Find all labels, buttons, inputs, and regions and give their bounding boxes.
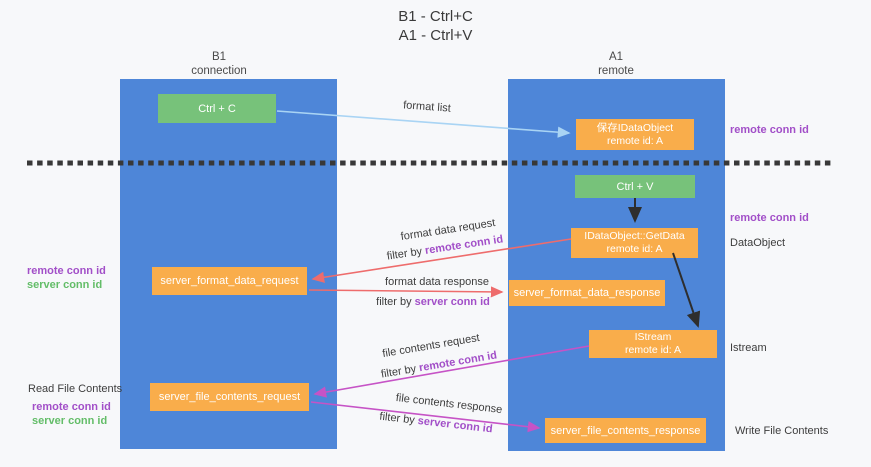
- file-contents-response-label: file contents response: [395, 391, 503, 417]
- server-conn-id-label: server conn id: [32, 415, 108, 427]
- remote-conn-id-label: remote conn id: [27, 265, 106, 277]
- filter-by-text: filter by: [386, 245, 426, 263]
- format-list-label: format list: [402, 99, 452, 115]
- server-file-contents-request-box: server_file_contents_request: [150, 383, 309, 411]
- lane-b1-title: B1: [211, 51, 227, 63]
- getdata-line1: IDataObject::GetData: [584, 230, 685, 242]
- server-format-data-response-label: server_format_data_response: [513, 287, 661, 299]
- filter-by-text: filter by: [378, 410, 419, 427]
- dataobject-label: DataObject: [730, 237, 786, 249]
- server-conn-id-label: server conn id: [27, 279, 103, 291]
- server-conn-id-key: server conn id: [414, 296, 490, 308]
- server-file-contents-request-label: server_file_contents_request: [158, 391, 301, 403]
- save-dataobject-line1: 保存IDataObject: [596, 121, 674, 134]
- server-conn-id-key: server conn id: [417, 414, 494, 436]
- ctrl-c-box: Ctrl + C: [158, 94, 276, 123]
- istream-line2: remote id: A: [624, 344, 682, 356]
- idataobject-getdata-box: IDataObject::GetData remote id: A: [571, 228, 698, 258]
- lane-a1-subtitle: remote: [598, 64, 634, 77]
- server-file-contents-response-label: server_file_contents_response: [550, 424, 701, 437]
- filter-by-text: filter by: [376, 296, 415, 308]
- istream-line1: IStream: [634, 331, 672, 343]
- remote-conn-id-label: remote conn id: [32, 401, 111, 413]
- server-format-data-request-box: server_format_data_request: [152, 267, 307, 295]
- read-file-contents-label: Read File Contents: [28, 383, 123, 395]
- filter-by-text: filter by: [380, 362, 421, 381]
- remote-conn-id-label-mid: remote conn id: [730, 212, 809, 224]
- lane-header-b1: B1 connection: [154, 51, 284, 78]
- getdata-line2: remote id: A: [606, 243, 663, 255]
- ctrl-v-label: Ctrl + V: [616, 180, 654, 193]
- diagram-title-line1: B1 - Ctrl+C: [398, 8, 473, 25]
- lane-a1-title: A1: [608, 51, 624, 63]
- format-data-response-filter-label: filter by server conn id: [376, 296, 490, 308]
- server-format-data-request-label: server_format_data_request: [160, 275, 299, 287]
- diagram-title: B1 - Ctrl+C A1 - Ctrl+V: [0, 7, 871, 45]
- server-format-data-response-box: server_format_data_response: [509, 280, 665, 306]
- save-dataobject-box: 保存IDataObject remote id: A: [576, 119, 694, 150]
- diagram-title-line2: A1 - Ctrl+V: [398, 27, 473, 44]
- istream-box: IStream remote id: A: [589, 330, 717, 358]
- left-file-conn-ids: remote conn id server conn id: [32, 400, 111, 428]
- file-contents-response-filter-label: filter by server conn id: [379, 411, 493, 436]
- left-format-conn-ids: remote conn id server conn id: [27, 264, 106, 292]
- ctrl-c-label: Ctrl + C: [198, 102, 236, 115]
- lane-header-a1: A1 remote: [551, 51, 681, 78]
- format-data-response-arrow: [308, 286, 504, 298]
- istream-label: Istream: [730, 342, 767, 354]
- lane-b1-subtitle: connection: [191, 64, 247, 77]
- ctrl-v-box: Ctrl + V: [575, 175, 695, 198]
- remote-conn-id-label-top: remote conn id: [730, 124, 809, 136]
- server-file-contents-response-box: server_file_contents_response: [545, 418, 706, 443]
- write-file-contents-label: Write File Contents: [735, 425, 829, 437]
- save-dataobject-line2: remote id: A: [606, 134, 664, 147]
- format-data-response-label: format data response: [385, 276, 489, 288]
- remote-conn-id-key: remote conn id: [418, 349, 498, 375]
